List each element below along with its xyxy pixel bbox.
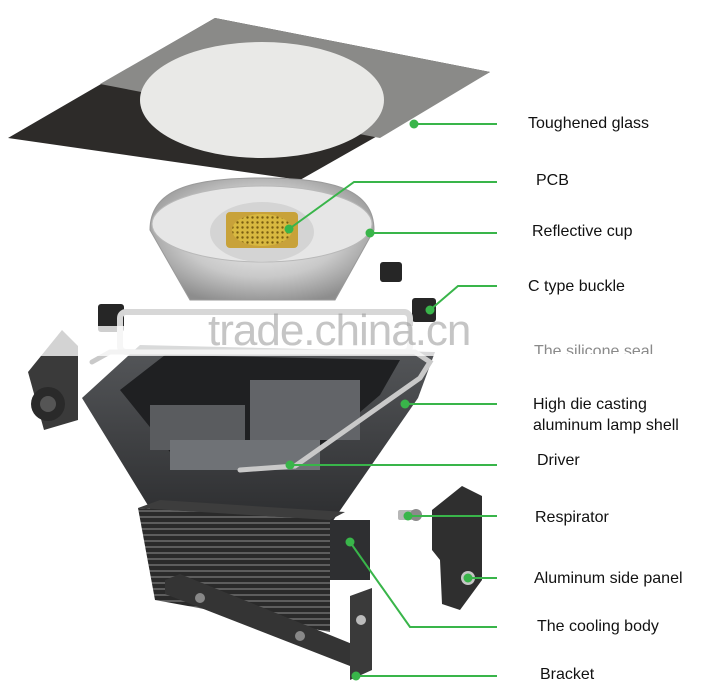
label-shell-line2: aluminum lamp shell <box>533 417 679 434</box>
aluminum-side-panel <box>432 486 482 610</box>
label-toughened-glass: Toughened glass <box>528 115 649 132</box>
label-pcb: PCB <box>536 172 569 189</box>
label-c-type-buckle: C type buckle <box>528 278 625 295</box>
leader-lines <box>288 123 497 677</box>
label-cooling-body: The cooling body <box>537 618 659 635</box>
label-respirator: Respirator <box>535 509 609 526</box>
pcb-chip <box>226 212 298 248</box>
toughened-glass-panel <box>8 18 490 180</box>
lamp-shell <box>82 345 435 580</box>
leader-dots <box>284 119 473 681</box>
label-aluminum-side-panel: Aluminum side panel <box>534 570 683 587</box>
label-shell-line1: High die casting <box>533 396 647 413</box>
watermark-text: trade.china.cn <box>208 306 471 355</box>
watermark-band <box>0 326 716 356</box>
bracket <box>165 574 372 680</box>
label-silicone-seal: The silicone seal <box>534 343 654 354</box>
label-reflective-cup: Reflective cup <box>532 223 633 240</box>
label-driver: Driver <box>537 452 580 469</box>
label-bracket: Bracket <box>540 666 595 683</box>
